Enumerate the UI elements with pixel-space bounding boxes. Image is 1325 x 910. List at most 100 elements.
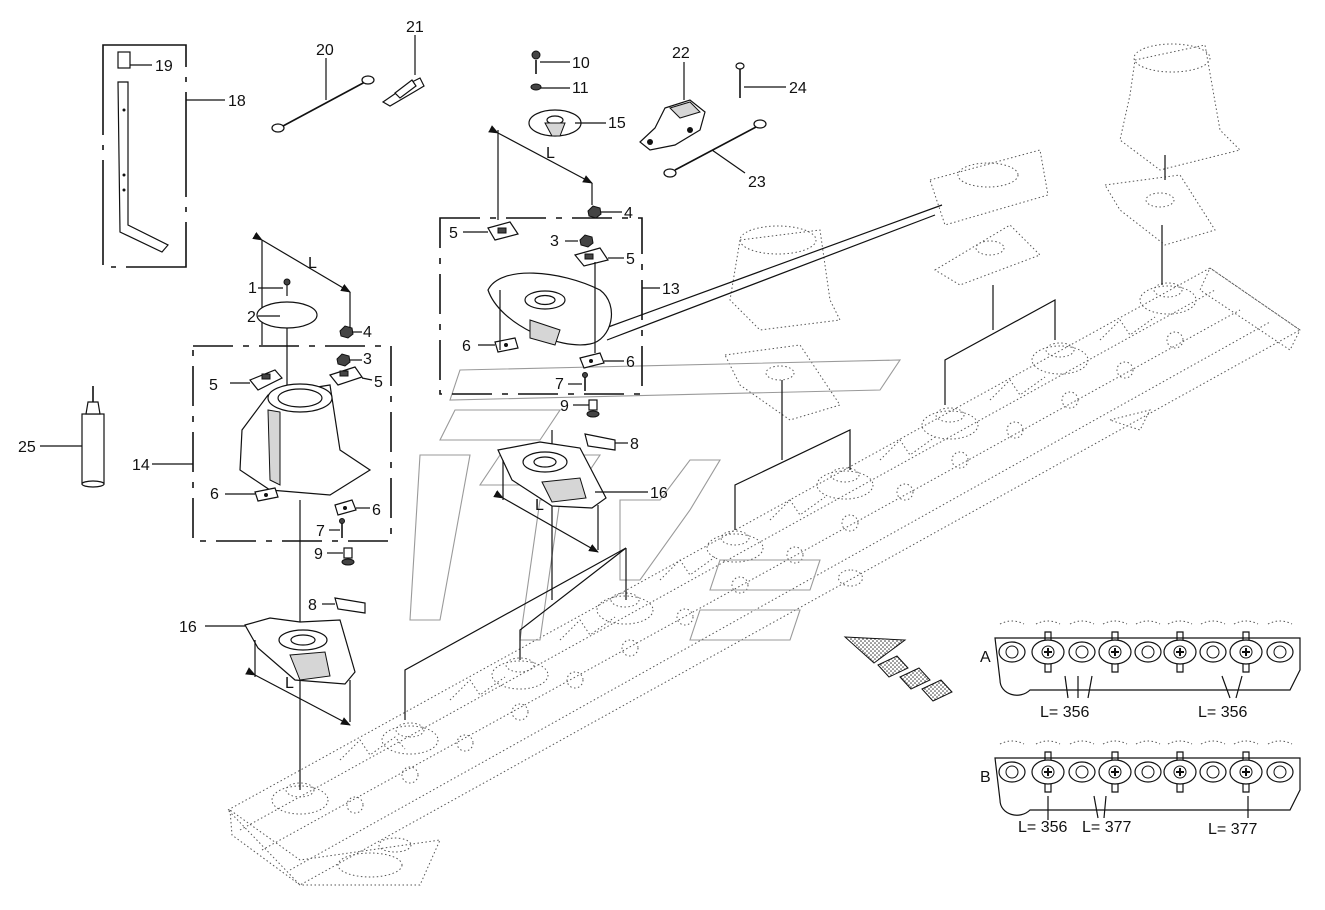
callout-6a: 6 bbox=[210, 486, 219, 503]
rotation-arc bbox=[1167, 740, 1193, 745]
layout-b-label: B bbox=[980, 769, 991, 786]
inset-disc-cross bbox=[1176, 768, 1184, 776]
rotation-arc bbox=[1233, 620, 1259, 625]
inset-disc-blade bbox=[1111, 751, 1119, 793]
inset-disc-hub bbox=[1075, 765, 1089, 779]
callout-7a: 7 bbox=[316, 523, 325, 540]
callout-6c: 6 bbox=[462, 338, 471, 355]
assembly-14-callouts: 1 2 4 3 5 5 6 6 7 9 8 16 14 bbox=[132, 280, 383, 636]
part-22-bracket bbox=[639, 99, 706, 151]
callout-5d: 5 bbox=[626, 251, 635, 268]
callout-20: 20 bbox=[316, 42, 334, 59]
callout-9a: 9 bbox=[314, 546, 323, 563]
direction-arrow bbox=[843, 636, 953, 702]
inset-disc-hub bbox=[1273, 765, 1287, 779]
rotation-arc bbox=[1233, 740, 1259, 745]
dim-l-16a: L bbox=[285, 675, 294, 692]
callout-5a: 5 bbox=[209, 377, 218, 394]
callout-16a: 16 bbox=[179, 619, 197, 636]
callout-5c: 5 bbox=[449, 225, 458, 242]
rotation-arc bbox=[1267, 740, 1293, 745]
inset-disc-hub bbox=[1141, 645, 1155, 659]
rotation-arc bbox=[1200, 620, 1226, 625]
rotation-arc bbox=[1069, 740, 1095, 745]
inset-disc-blade bbox=[1111, 631, 1119, 673]
layout-a-inset: A L= 356 L= 356 bbox=[980, 620, 1301, 721]
part-21-clip bbox=[381, 77, 425, 107]
rotation-arc bbox=[1102, 620, 1128, 625]
dim-l-13: L bbox=[546, 145, 555, 162]
inset-disc-cross bbox=[1242, 648, 1250, 656]
rotation-arc bbox=[1200, 740, 1226, 745]
rotation-arc bbox=[1035, 740, 1061, 745]
callout-1: 1 bbox=[248, 280, 257, 297]
layout-b-inset: B L= 356 L= 377 L= 377 bbox=[980, 740, 1301, 838]
callout-2: 2 bbox=[247, 309, 256, 326]
dim-l-14: L bbox=[308, 255, 317, 272]
callout-25: 25 bbox=[18, 439, 36, 456]
assembly-13-parts: L L bbox=[487, 50, 616, 553]
callout-18: 18 bbox=[228, 93, 246, 110]
part-24-pin bbox=[735, 62, 745, 98]
inset-disc-cross bbox=[1111, 648, 1119, 656]
rotation-arc bbox=[1267, 620, 1293, 625]
callout-22: 22 bbox=[672, 45, 690, 62]
inset-disc-hub bbox=[1206, 645, 1220, 659]
inset-disc-hub bbox=[1005, 645, 1019, 659]
inset-disc-cross bbox=[1044, 768, 1052, 776]
rotation-arc bbox=[999, 740, 1025, 745]
callout-19: 19 bbox=[155, 58, 173, 75]
part-25-cartridge bbox=[81, 386, 105, 488]
callout-10: 10 bbox=[572, 55, 590, 72]
inset-disc-hub bbox=[1206, 765, 1220, 779]
inset-disc-cross bbox=[1176, 648, 1184, 656]
rotation-arc bbox=[1035, 620, 1061, 625]
inset-disc-hub bbox=[1005, 765, 1019, 779]
inset-disc-blade bbox=[1044, 751, 1052, 793]
rotation-arc bbox=[1135, 740, 1161, 745]
callout-24: 24 bbox=[789, 80, 807, 97]
layout-a-label: A bbox=[980, 649, 991, 666]
callout-5b: 5 bbox=[374, 374, 383, 391]
part-23-cable bbox=[663, 119, 767, 178]
callout-16b: 16 bbox=[650, 485, 668, 502]
inset-disc-hub bbox=[1075, 645, 1089, 659]
assembly-14-frame bbox=[192, 345, 392, 542]
callout-3b: 3 bbox=[550, 233, 559, 250]
rotation-arc bbox=[1069, 620, 1095, 625]
inset-disc-cross bbox=[1242, 768, 1250, 776]
inset-disc-blade bbox=[1242, 631, 1250, 673]
callout-13: 13 bbox=[662, 281, 680, 298]
assembly-13-frame bbox=[439, 217, 643, 395]
assembly-leader-lines bbox=[299, 155, 1166, 790]
layout-b-length-1: L= 356 bbox=[1018, 819, 1067, 836]
layout-a-length-2: L= 356 bbox=[1198, 704, 1247, 721]
rotation-arc bbox=[1167, 620, 1193, 625]
dim-l-16b: L bbox=[535, 497, 544, 514]
callout-3a: 3 bbox=[363, 351, 372, 368]
callout-6d: 6 bbox=[626, 354, 635, 371]
callout-21: 21 bbox=[406, 19, 424, 36]
callout-4b: 4 bbox=[624, 205, 633, 222]
callout-8b: 8 bbox=[630, 436, 639, 453]
callout-23: 23 bbox=[748, 174, 766, 191]
rotation-arc bbox=[1135, 620, 1161, 625]
inset-disc-blade bbox=[1176, 631, 1184, 673]
callout-4a: 4 bbox=[363, 324, 372, 341]
part-18-frame bbox=[102, 44, 187, 268]
layout-b-length-3: L= 377 bbox=[1208, 821, 1257, 838]
layout-a-length-1: L= 356 bbox=[1040, 704, 1089, 721]
assembly-14-parts: L L bbox=[239, 231, 372, 726]
callout-7b: 7 bbox=[555, 376, 564, 393]
inset-disc-blade bbox=[1044, 631, 1052, 673]
callout-11: 11 bbox=[572, 80, 589, 97]
part-20-cable bbox=[271, 75, 375, 133]
callout-15: 15 bbox=[608, 115, 626, 132]
assembly-13-callouts: 10 11 15 4 3 5 5 13 6 6 7 9 8 16 bbox=[449, 55, 680, 502]
cutter-bar-hubs bbox=[271, 282, 1197, 815]
callout-9b: 9 bbox=[560, 398, 569, 415]
callout-14: 14 bbox=[132, 457, 150, 474]
inset-disc-blade bbox=[1242, 751, 1250, 793]
